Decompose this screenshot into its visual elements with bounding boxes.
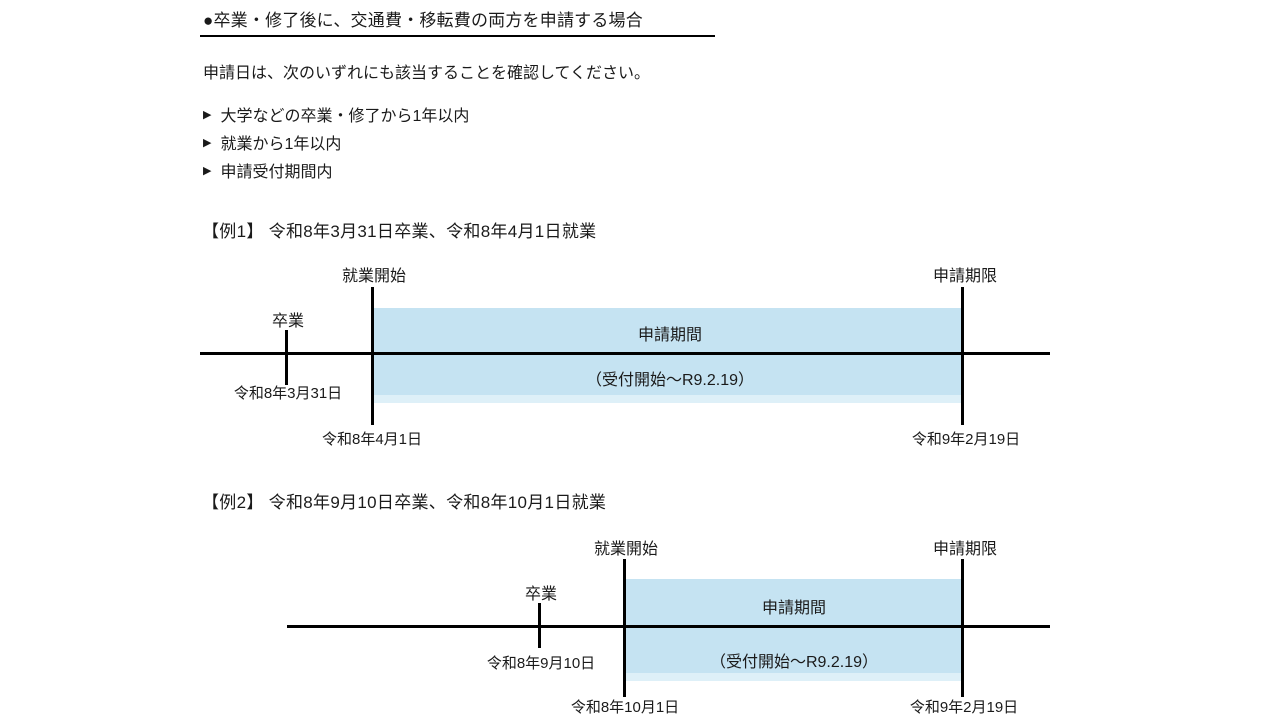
triangle-bullet-icon: ▶ <box>203 108 212 121</box>
graduation-tick <box>285 330 288 385</box>
condition-item: ▶ 申請受付期間内 <box>203 156 469 184</box>
page-title: ●卒業・修了後に、交通費・移転費の両方を申請する場合 <box>200 11 715 37</box>
graduation-label: 卒業 <box>524 586 558 603</box>
employment-start-date: 令和8年10月1日 <box>570 699 680 716</box>
condition-text: 就業から1年以内 <box>220 136 342 153</box>
triangle-bullet-icon: ▶ <box>203 164 212 177</box>
employment-start-line <box>371 287 374 425</box>
graduation-date: 令和8年3月31日 <box>233 385 343 402</box>
timeline-axis <box>200 352 1050 355</box>
deadline-label: 申請期限 <box>932 541 998 558</box>
employment-start-line <box>623 559 626 697</box>
employment-start-label: 就業開始 <box>593 541 659 558</box>
application-period-bar <box>373 308 963 395</box>
employment-start-date: 令和8年4月1日 <box>321 431 423 448</box>
deadline-date: 令和9年2月19日 <box>911 431 1021 448</box>
condition-item: ▶ 就業から1年以内 <box>203 128 469 156</box>
deadline-line <box>961 559 964 697</box>
condition-list: ▶ 大学などの卒業・修了から1年以内 ▶ 就業から1年以内 ▶ 申請受付期間内 <box>203 100 469 184</box>
graduation-tick <box>538 603 541 648</box>
timeline-axis <box>287 625 1050 628</box>
deadline-label: 申請期限 <box>932 268 998 285</box>
employment-start-label: 就業開始 <box>341 268 407 285</box>
example-1-title: 【例1】 令和8年3月31日卒業、令和8年4月1日就業 <box>202 222 597 241</box>
deadline-date: 令和9年2月19日 <box>909 699 1019 716</box>
deadline-line <box>961 287 964 425</box>
example-2-title: 【例2】 令和8年9月10日卒業、令和8年10月1日就業 <box>202 493 607 512</box>
application-period-note: （受付開始～R9.2.19） <box>585 372 755 389</box>
graduation-label: 卒業 <box>271 313 305 330</box>
triangle-bullet-icon: ▶ <box>203 136 212 149</box>
condition-item: ▶ 大学などの卒業・修了から1年以内 <box>203 100 469 128</box>
graduation-date: 令和8年9月10日 <box>486 655 596 672</box>
application-period-bar-shadow <box>373 395 963 403</box>
condition-text: 申請受付期間内 <box>220 164 333 181</box>
application-period-note: （受付開始～R9.2.19） <box>709 654 879 671</box>
condition-text: 大学などの卒業・修了から1年以内 <box>220 108 470 125</box>
application-period-label: 申請期間 <box>761 600 827 617</box>
intro-text: 申請日は、次のいずれにも該当することを確認してください。 <box>203 65 651 82</box>
application-period-bar-shadow <box>625 673 963 681</box>
application-period-label: 申請期間 <box>637 327 703 344</box>
